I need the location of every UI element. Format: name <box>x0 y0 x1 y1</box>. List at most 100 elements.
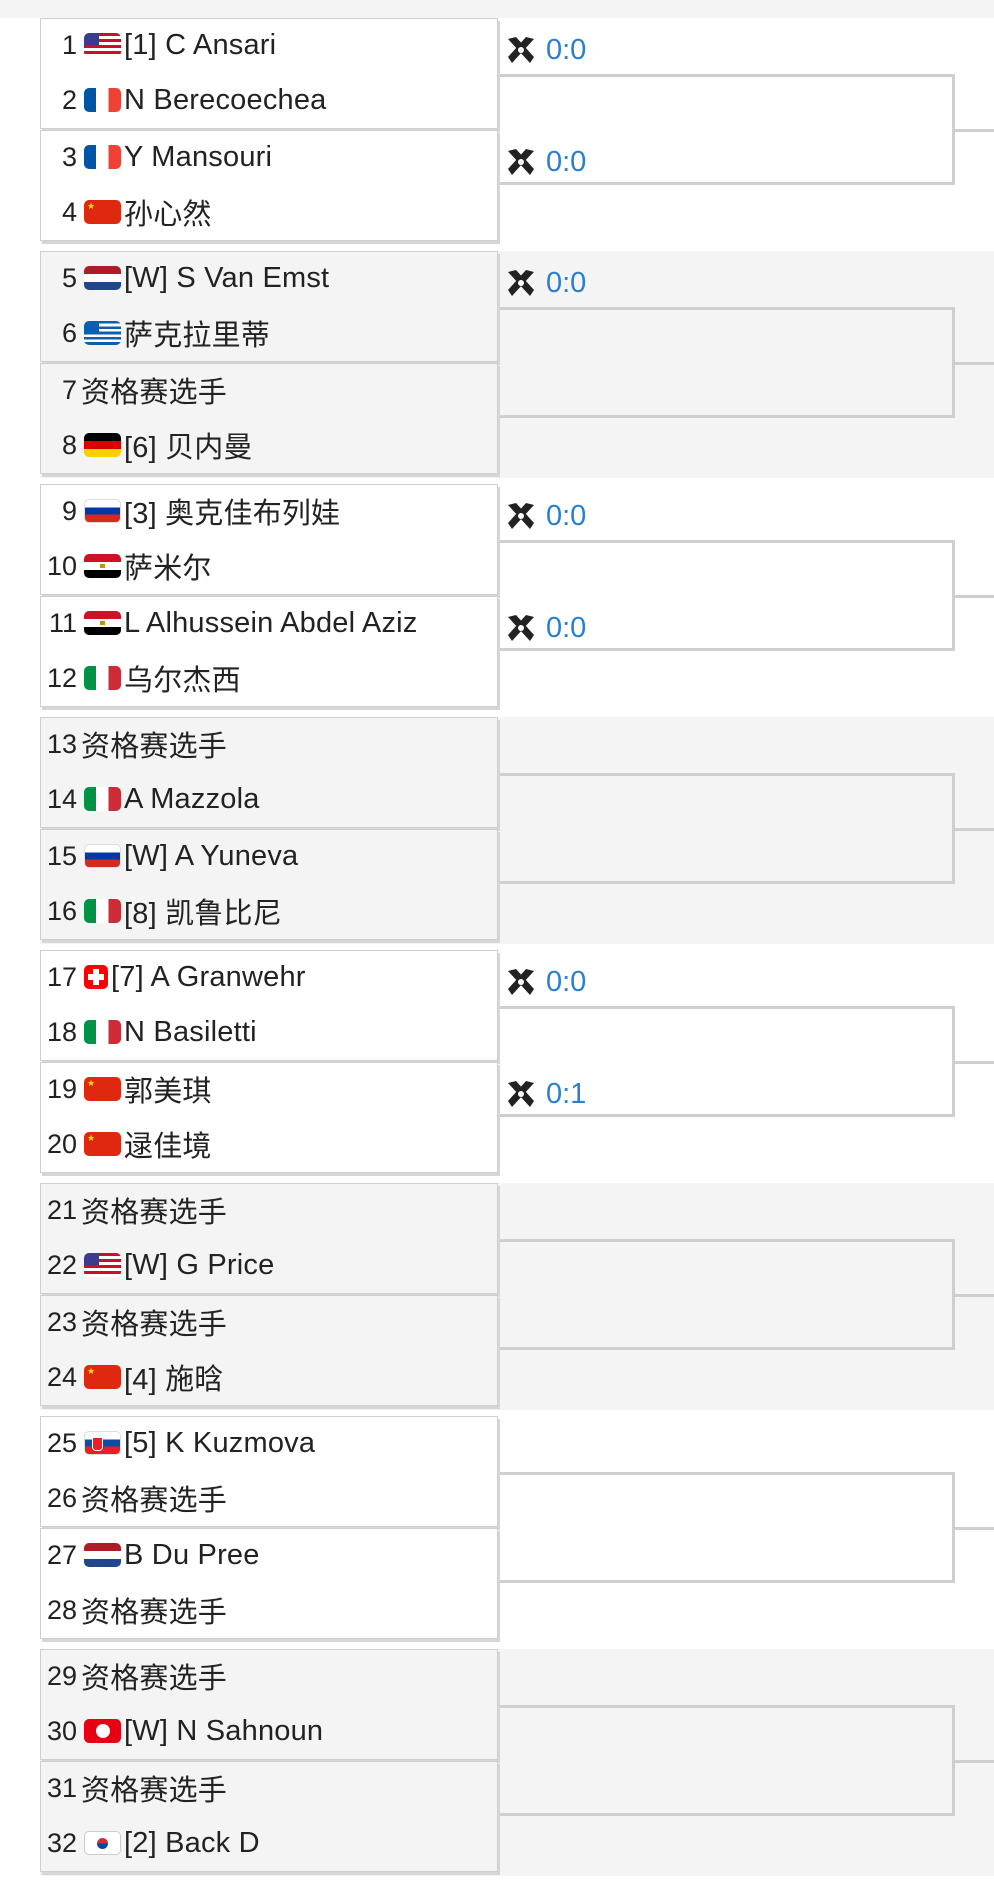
player-name[interactable]: [8] 凯鲁比尼 <box>124 898 282 930</box>
player-name[interactable]: [W] A Yuneva <box>124 839 299 872</box>
player-name[interactable]: [7] A Granwehr <box>111 960 306 993</box>
player-name[interactable]: 资格赛选手 <box>81 731 228 763</box>
player-name[interactable]: 逯佳境 <box>124 1131 212 1163</box>
player-name[interactable]: L Alhussein Abdel Aziz <box>124 606 418 639</box>
player-name[interactable]: 孙心然 <box>124 199 212 231</box>
cn-flag-icon <box>84 1132 121 1156</box>
player-name[interactable]: [5] K Kuzmova <box>124 1426 316 1459</box>
player-name[interactable]: Y Mansouri <box>124 140 273 173</box>
player-name[interactable]: 资格赛选手 <box>81 1485 228 1517</box>
player-name[interactable]: 资格赛选手 <box>81 1197 228 1229</box>
match-box[interactable]: 3Y Mansouri 4孙心然 <box>40 130 498 241</box>
player-row[interactable]: 32[2] Back D <box>41 1819 260 1867</box>
player-row[interactable]: 8[6] 贝内曼 <box>41 421 253 469</box>
player-name[interactable]: [W] N Sahnoun <box>124 1714 324 1747</box>
player-name[interactable]: [2] Back D <box>124 1826 260 1859</box>
player-row[interactable]: 25[5] K Kuzmova <box>41 1419 315 1467</box>
player-name[interactable]: [4] 施晗 <box>124 1364 224 1396</box>
player-name[interactable]: B Du Pree <box>124 1538 260 1571</box>
score-text[interactable]: 0:0 <box>546 499 587 532</box>
player-name[interactable]: 资格赛选手 <box>81 1597 228 1629</box>
player-row[interactable]: 19郭美琪 <box>41 1065 212 1113</box>
player-row[interactable]: 16[8] 凯鲁比尼 <box>41 887 282 935</box>
player-row[interactable]: 5[W] S Van Emst <box>41 254 329 302</box>
player-row[interactable]: 22[W] G Price <box>41 1241 274 1289</box>
player-row[interactable]: 9[3] 奥克佳布列娃 <box>41 487 340 535</box>
player-name[interactable]: [1] C Ansari <box>124 28 277 61</box>
player-row[interactable]: 4孙心然 <box>41 188 212 236</box>
score-text[interactable]: 0:1 <box>546 1077 587 1110</box>
match-score[interactable]: 0:0 <box>504 30 586 70</box>
match-score[interactable]: 0:0 <box>504 142 586 182</box>
score-text[interactable]: 0:0 <box>546 965 587 998</box>
player-row[interactable]: 1 [1] C Ansari <box>41 21 276 69</box>
eg-flag-icon <box>84 611 121 635</box>
player-name[interactable]: 萨克拉里蒂 <box>124 320 271 352</box>
player-name[interactable]: [6] 贝内曼 <box>124 432 253 464</box>
player-name[interactable]: 资格赛选手 <box>81 377 228 409</box>
player-name[interactable]: N Berecoechea <box>124 83 327 116</box>
player-name[interactable]: A Mazzola <box>124 782 260 815</box>
player-row[interactable]: 15[W] A Yuneva <box>41 832 298 880</box>
player-name[interactable]: 萨米尔 <box>124 553 212 585</box>
player-row[interactable]: 24[4] 施晗 <box>41 1353 224 1401</box>
match-box[interactable]: 19郭美琪 20逯佳境 <box>40 1062 498 1173</box>
match-box[interactable]: 5[W] S Van Emst 6 萨克拉里蒂 <box>40 251 498 362</box>
player-name[interactable]: [3] 奥克佳布列娃 <box>124 498 341 530</box>
player-row[interactable]: 30[W] N Sahnoun <box>41 1707 323 1755</box>
match-score[interactable]: 0:0 <box>504 263 586 303</box>
match-score[interactable]: 0:0 <box>504 962 586 1002</box>
player-name[interactable]: [W] S Van Emst <box>124 261 330 294</box>
score-text[interactable]: 0:0 <box>546 266 587 299</box>
match-score[interactable]: 0:0 <box>504 496 586 536</box>
player-name[interactable]: [W] G Price <box>124 1248 275 1281</box>
player-name[interactable]: 资格赛选手 <box>81 1663 228 1695</box>
player-name[interactable]: 资格赛选手 <box>81 1775 228 1807</box>
nl-flag-icon <box>84 1543 121 1567</box>
score-text[interactable]: 0:0 <box>546 33 587 66</box>
player-name[interactable]: 郭美琪 <box>124 1076 212 1108</box>
player-row[interactable]: 6 萨克拉里蒂 <box>41 309 270 357</box>
match-box[interactable]: 15[W] A Yuneva 16[8] 凯鲁比尼 <box>40 829 498 940</box>
player-row[interactable]: 20逯佳境 <box>41 1120 212 1168</box>
player-name[interactable]: 乌尔杰西 <box>124 665 241 697</box>
player-name[interactable]: N Basiletti <box>124 1015 257 1048</box>
seed-number: 1 <box>61 29 77 60</box>
score-text[interactable]: 0:0 <box>546 611 587 644</box>
player-name[interactable]: 资格赛选手 <box>81 1309 228 1341</box>
player-row[interactable]: 17[7] A Granwehr <box>41 953 306 1001</box>
seed-number: 6 <box>61 317 77 348</box>
match-score[interactable]: 0:1 <box>504 1074 586 1114</box>
match-score[interactable]: 0:0 <box>504 608 586 648</box>
score-text[interactable]: 0:0 <box>546 145 587 178</box>
